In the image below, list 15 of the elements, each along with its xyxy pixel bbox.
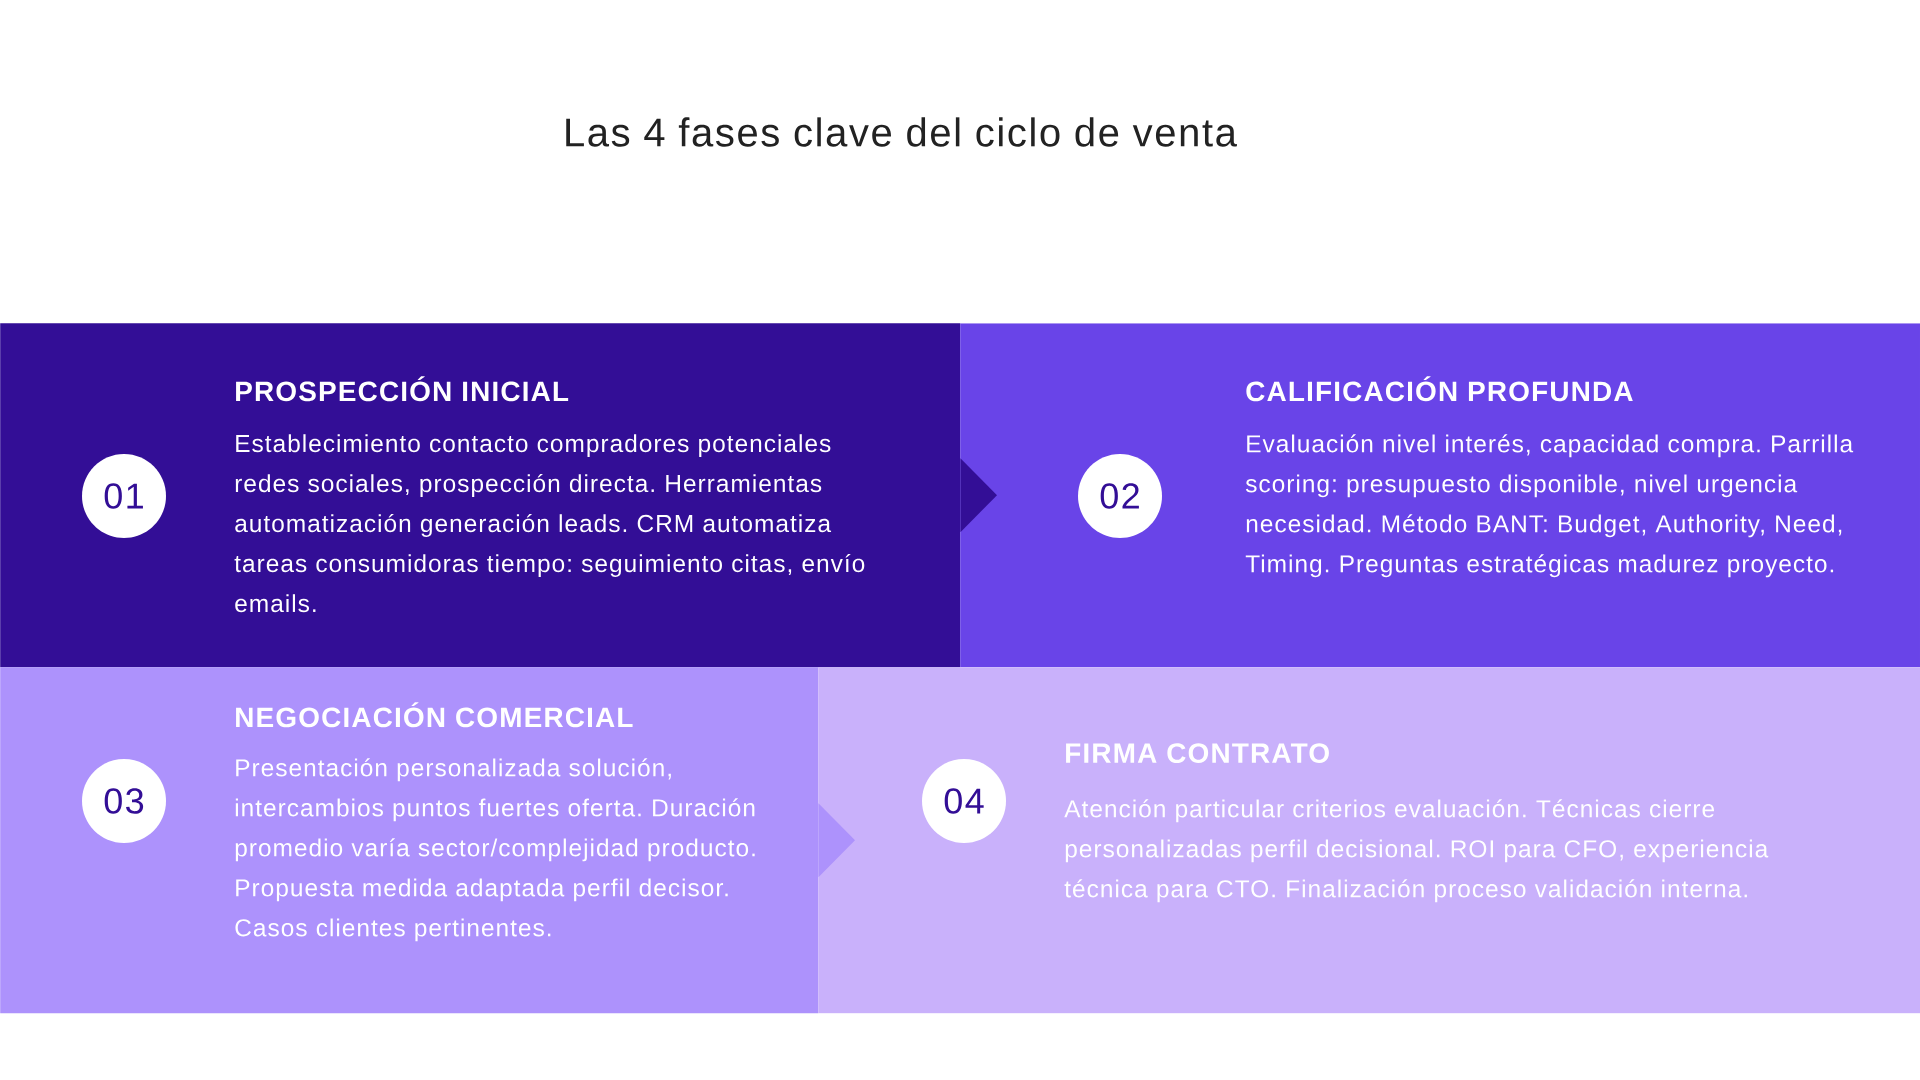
- number-badge: 01: [82, 454, 166, 538]
- phase-heading: NEGOCIACIÓN COMERCIAL: [236, 702, 633, 728]
- phase-heading: FIRMA CONTRATO: [1066, 743, 1329, 764]
- phase-heading: CALIFICACIÓN PROFUNDA: [1246, 376, 1633, 402]
- number-badge: 02: [1078, 454, 1162, 538]
- number-badge: 03: [82, 759, 166, 843]
- phase-description: Evaluación nivel interés, capacidad compra. Parrilla scoring: presupuesto disponible, nivel urgencia necesidad. Método BANT: Budget, Authority, Need, Timing. Preguntas estratégicas madurez proyecto.: [1245, 434, 1854, 578]
- phase-description: Atención particular criterios evaluación. Técnicas cierre personalizadas perfil decisional. ROI para CFO, experiencia técnica para CTO. Finalización proceso validación interna.: [1064, 799, 1769, 903]
- number-badge: 04: [922, 759, 1006, 843]
- phase-heading: PROSPECCIÓN INICIAL: [236, 376, 569, 402]
- phase-description: Establecimiento contacto compradores potenciales redes sociales, prospección directa. Herramientas automatización generación leads. CRM automatiza tareas consumidoras tiempo: seguimiento citas, envío emails.: [234, 434, 865, 613]
- chevron-arrow: [818, 803, 855, 878]
- title: Las 4 fases clave del ciclo de venta: [566, 117, 1237, 147]
- chevron-arrow: [960, 458, 997, 533]
- phase-description: Presentación personalizada solución, intercambios puntos fuertes oferta. Duración promedio varía sector/complejidad producto. Propuesta medida adaptada perfil decisor. Casos clientes pertinentes.: [235, 758, 755, 942]
